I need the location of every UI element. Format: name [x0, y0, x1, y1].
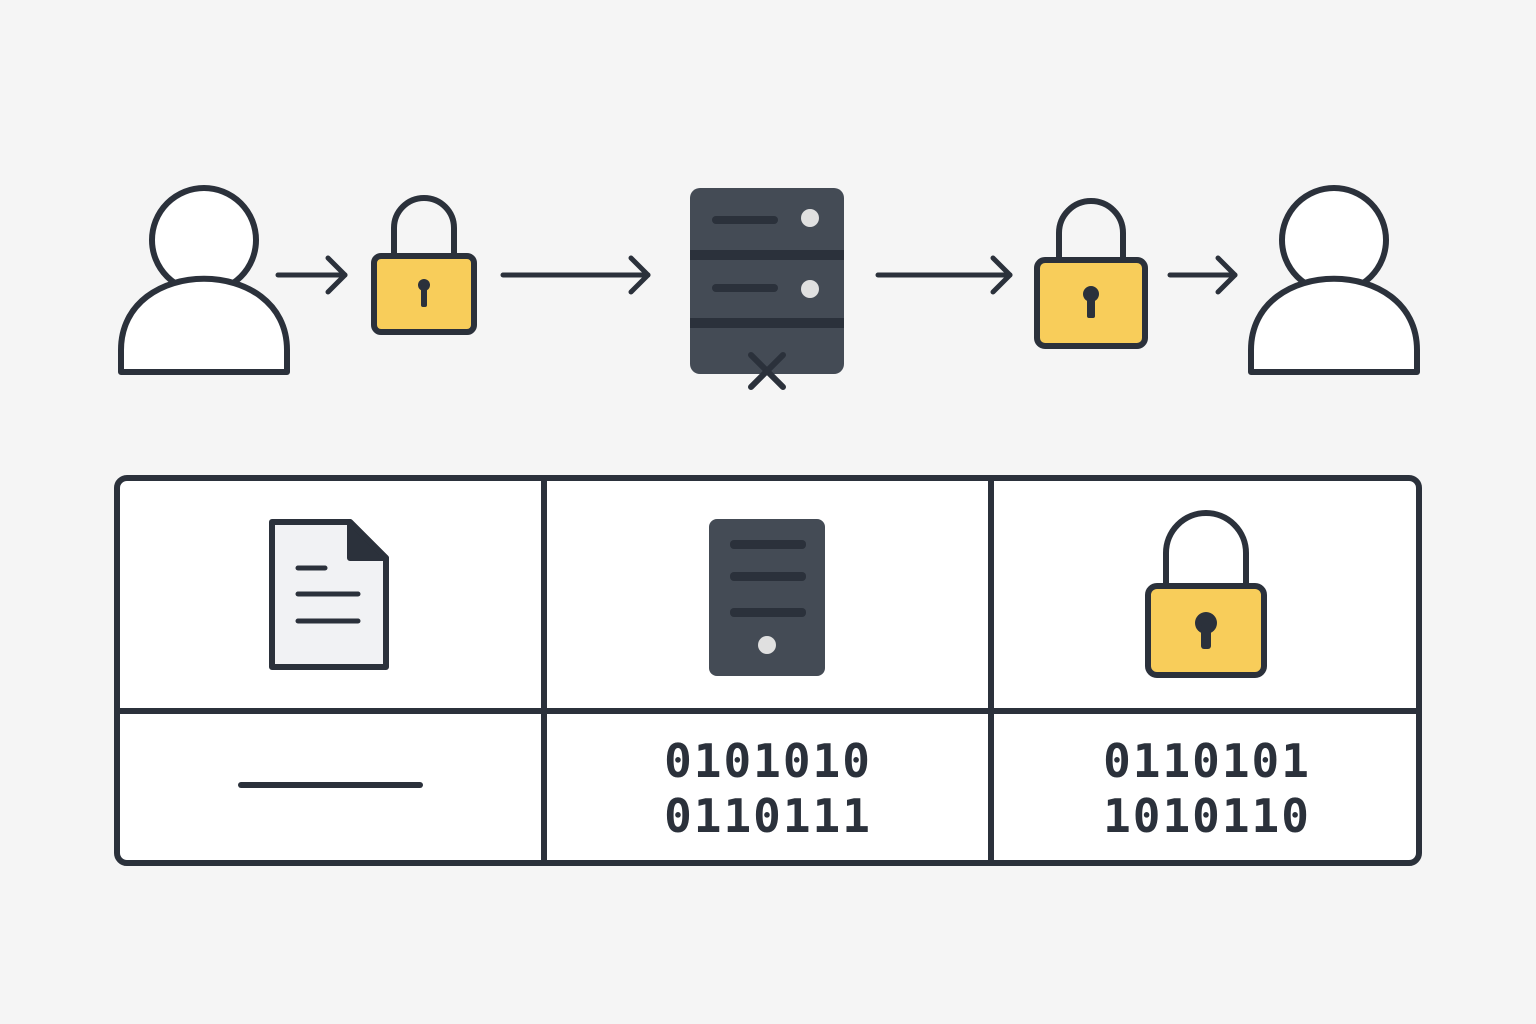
binary-line: 0110101	[1103, 734, 1311, 788]
arrow-2-icon	[500, 255, 651, 295]
padlock-icon	[371, 195, 477, 335]
binary-line: 1010110	[1103, 789, 1311, 843]
binary-line: 0110111	[664, 789, 872, 843]
server-tower-icon	[709, 519, 825, 676]
sender-user-icon	[118, 185, 290, 375]
binary-line: 0101010	[664, 734, 872, 788]
padlock-icon	[1034, 198, 1148, 349]
receiver-user-icon	[1248, 185, 1420, 375]
arrow-3-icon	[875, 255, 1013, 295]
padlock-icon	[1145, 510, 1267, 678]
document-icon	[269, 519, 389, 670]
arrow-4-icon	[1167, 255, 1238, 295]
arrow-1-icon	[275, 255, 348, 295]
cross-icon	[748, 352, 786, 390]
server-icon	[690, 188, 844, 374]
